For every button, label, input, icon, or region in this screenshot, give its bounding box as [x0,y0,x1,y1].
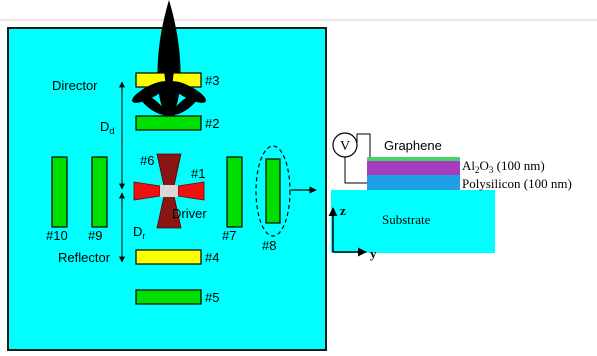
element-10 [51,156,68,228]
element-9 [91,156,108,228]
element-4 [135,249,202,265]
label-elem-3: #3 [205,73,219,88]
label-elem-10: #10 [46,228,68,243]
label-elem-5: #5 [205,290,219,305]
element-2 [135,115,202,131]
substrate-block [331,190,495,253]
label-polysilicon: Polysilicon (100 nm) [462,176,572,191]
label-elem-8: #8 [262,238,276,253]
graphene-layer [367,157,460,161]
element-7 [226,156,243,228]
axis-z-label: z [340,203,346,218]
label-elem-4: #4 [205,250,219,265]
label-director: Director [52,78,98,93]
label-reflector: Reflector [58,250,111,265]
driver-element [133,153,205,229]
source-wire-top [356,133,371,157]
label-dd: Dd [100,119,114,136]
voltage-source-label: V [340,139,350,154]
label-elem-9: #9 [88,228,102,243]
label-elem-1: #1 [191,166,205,181]
element-5 [135,289,202,305]
voltage-source-icon [332,132,358,158]
label-substrate: Substrate [382,212,431,227]
label-al2o3: Al2O3 (100 nm) [462,158,545,175]
feed-gap-icon [160,185,178,197]
element-8 [265,158,281,224]
radiation-pattern-overlay [132,70,206,103]
label-elem-7: #7 [222,228,236,243]
polysilicon-layer [367,175,460,190]
label-elem-6: #6 [140,153,154,168]
label-dr: Dr [133,224,145,241]
label-graphene: Graphene [384,138,442,153]
element-8-highlight [255,145,291,237]
label-driver: Driver [172,206,207,221]
label-elem-2: #2 [205,116,219,131]
source-wire-bottom [344,157,367,184]
axis-y-label: y [370,246,377,261]
al2o3-layer [367,161,460,175]
